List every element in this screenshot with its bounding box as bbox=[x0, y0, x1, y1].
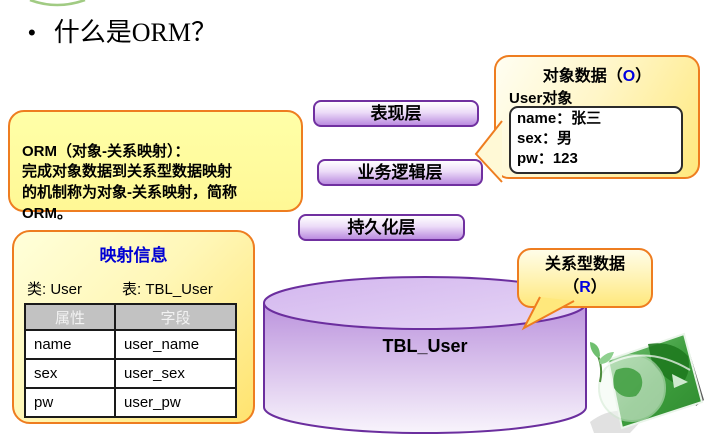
user-object-fields-box: name：张三 sex：男 pw：123 bbox=[509, 106, 683, 174]
cylinder-table-label: TBL_User bbox=[382, 336, 468, 356]
bullet-marker: • bbox=[28, 20, 36, 45]
object-data-callout: 对象数据（O） User对象 name：张三 sex：男 pw：123 bbox=[494, 55, 700, 179]
mapping-info-callout: 映射信息 类: User 表: TBL_User 属性 字段 name user… bbox=[12, 230, 255, 424]
title-row: • 什么是ORM？ bbox=[28, 16, 217, 50]
field-pw: pw：123 bbox=[517, 150, 578, 167]
mapping-info-title: 映射信息 bbox=[99, 246, 168, 265]
relational-data-line2: （R） bbox=[563, 279, 607, 297]
cell-attr-pw: pw bbox=[24, 387, 116, 418]
relational-callout-tail bbox=[521, 296, 575, 331]
mapping-table-header-row: 属性 字段 bbox=[24, 303, 237, 331]
cell-attr-sex: sex bbox=[24, 358, 116, 389]
class-label: 类: User bbox=[27, 281, 83, 298]
mapping-table: 属性 字段 name user_name sex user_sex pw use… bbox=[24, 303, 237, 418]
table-row: pw user_pw bbox=[24, 387, 237, 418]
user-object-label: User对象 bbox=[509, 90, 573, 107]
cell-field-name: user_name bbox=[114, 329, 237, 360]
cell-attr-name: name bbox=[24, 329, 116, 360]
sprout-leaf-left bbox=[590, 342, 600, 358]
table-row: sex user_sex bbox=[24, 358, 237, 389]
field-name: name：张三 bbox=[517, 110, 602, 127]
mapping-labels: 类: User 表: TBL_User bbox=[27, 278, 241, 299]
table-label: 表: TBL_User bbox=[122, 281, 213, 298]
swirl-line bbox=[601, 354, 691, 371]
header-field: 字段 bbox=[114, 303, 237, 331]
orm-definition-callout: ORM（对象-关系映射）： 完成对象数据到关系型数据映射 的机制称为对象-关系映… bbox=[8, 110, 303, 222]
layer-box-business-logic: 业务逻辑层 bbox=[317, 159, 483, 186]
cell-field-pw: user_pw bbox=[114, 387, 237, 418]
header-attribute: 属性 bbox=[24, 303, 116, 331]
cell-field-sex: user_sex bbox=[114, 358, 237, 389]
continent-shape bbox=[648, 343, 689, 386]
paper-plane bbox=[672, 374, 688, 388]
page-title: 什么是ORM？ bbox=[53, 18, 217, 47]
globe-landmass bbox=[613, 367, 643, 397]
top-green-arc-decoration bbox=[29, 0, 86, 7]
relational-data-line1: 关系型数据 bbox=[544, 256, 625, 273]
letter-o-accent: O bbox=[622, 68, 636, 85]
object-callout-tail bbox=[474, 120, 503, 183]
layer-box-persistence: 持久化层 bbox=[298, 214, 465, 241]
globe-decoration bbox=[590, 332, 704, 433]
orm-definition-text: ORM（对象-关系映射）： 完成对象数据到关系型数据映射 的机制称为对象-关系映… bbox=[22, 142, 237, 222]
database-cylinder bbox=[263, 276, 587, 434]
table-row: name user_name bbox=[24, 329, 237, 360]
letter-r-accent: R bbox=[579, 279, 591, 297]
object-data-title: 对象数据（O） bbox=[542, 68, 652, 85]
layer-box-presentation: 表现层 bbox=[313, 100, 479, 127]
field-sex: sex：男 bbox=[517, 130, 573, 147]
sprout-leaf-right bbox=[599, 352, 614, 364]
sprout-stem bbox=[597, 355, 603, 383]
